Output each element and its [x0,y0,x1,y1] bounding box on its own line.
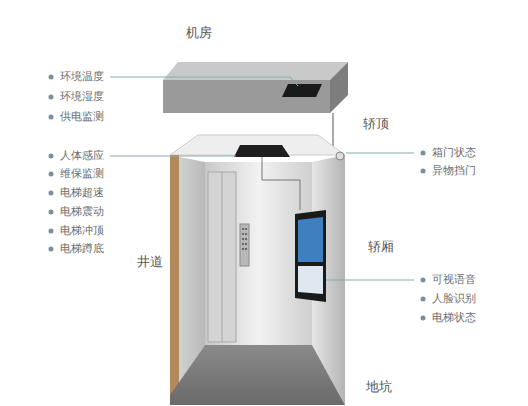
wood-trim [170,155,179,395]
leader-line [110,156,236,157]
sensor-device [282,84,322,97]
screen-frame [295,210,326,302]
feature-label: 维保监测 [60,167,104,180]
leader-line [290,77,298,86]
car-door [208,172,236,342]
part-name: 轿顶 [363,116,389,132]
feature-label: 电梯震动 [60,205,104,218]
bullet-dots [49,75,426,321]
wire [333,113,334,150]
buttons [242,228,247,250]
car-floor [170,345,345,405]
part-name: 轿厢 [368,239,394,255]
top-device [234,145,290,157]
feature-label: 电梯冲顶 [60,224,104,237]
screen-content [298,217,323,262]
feature-label: 供电监测 [60,110,104,123]
cable [262,157,300,210]
leader-line [110,77,290,78]
camera [336,152,344,160]
part-name: 井道 [137,254,163,270]
box-side [330,62,348,113]
feature-label: 电梯状态 [432,311,476,324]
part-name: 地坑 [366,379,392,395]
leader-line [326,280,414,281]
feature-label: 环境湿度 [60,90,104,103]
feature-label: 可视语音 [432,273,476,286]
feature-label: 人脸识别 [432,292,476,305]
part-name: 机房 [186,25,212,41]
feature-label: 人体感应 [60,149,104,162]
feature-label: 环境温度 [60,70,104,83]
feature-label: 异物挡门 [432,164,476,177]
door-split [222,172,223,342]
feature-label: 箱门状态 [432,146,476,159]
box-front [163,80,330,113]
feature-label: 电梯超速 [60,186,104,199]
button-panel [240,224,249,266]
feature-label: 电梯蹲底 [60,242,104,255]
screen-lower [298,266,323,294]
leader-line [346,153,414,154]
